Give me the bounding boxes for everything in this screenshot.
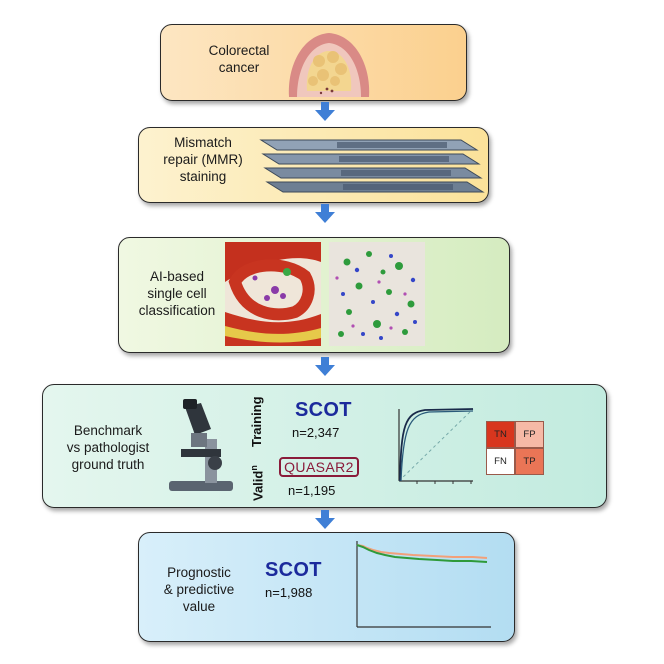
ai-classification-label: AI-based single cell classification: [138, 269, 216, 318]
stained-tissue-image-icon: [225, 242, 321, 346]
benchmark-box: Benchmark vs pathologist ground truth Tr…: [42, 384, 607, 508]
scot-prognostic-title: SCOT: [265, 559, 322, 581]
confusion-fn-cell: FN: [486, 448, 515, 475]
survival-curve-plot: [356, 541, 491, 628]
ai-classification-box: AI-based single cell classification: [118, 237, 510, 353]
prognostic-box: Prognostic & predictive value SCOT n=1,9…: [138, 532, 515, 642]
scot-prognostic-n: n=1,988: [265, 585, 313, 600]
quasar2-n: n=1,195: [288, 483, 336, 498]
mmr-staining-box: Mismatch repair (MMR) staining: [138, 127, 489, 203]
colorectal-cancer-label: Colorectal cancer: [208, 43, 270, 75]
tissue-slides-icon: [259, 139, 485, 193]
scot-training-n: n=2,347: [292, 425, 340, 440]
arrow-down-icon: [315, 102, 335, 121]
prognostic-label: Prognostic & predictive value: [163, 565, 235, 614]
colorectal-cancer-box: Colorectal cancer: [160, 24, 467, 101]
confusion-fp-cell: FP: [515, 421, 544, 448]
scot-training-title: SCOT: [295, 399, 352, 421]
training-label: Training: [249, 396, 264, 447]
arrow-down-icon: [315, 204, 335, 223]
arrow-down-icon: [315, 357, 335, 376]
mmr-staining-label: Mismatch repair (MMR) staining: [163, 135, 243, 184]
microscope-icon: [169, 399, 233, 491]
roc-curve-plot: [398, 408, 474, 484]
quasar2-logo: QUASAR2: [279, 457, 359, 477]
validation-label: Validn: [249, 465, 266, 501]
cell-classification-map-icon: [329, 242, 425, 346]
tumour-illustration-icon: [288, 33, 370, 97]
arrow-down-icon: [315, 510, 335, 529]
confusion-tp-cell: TP: [515, 448, 544, 475]
benchmark-label: Benchmark vs pathologist ground truth: [66, 423, 150, 472]
confusion-tn-cell: TN: [486, 421, 515, 448]
